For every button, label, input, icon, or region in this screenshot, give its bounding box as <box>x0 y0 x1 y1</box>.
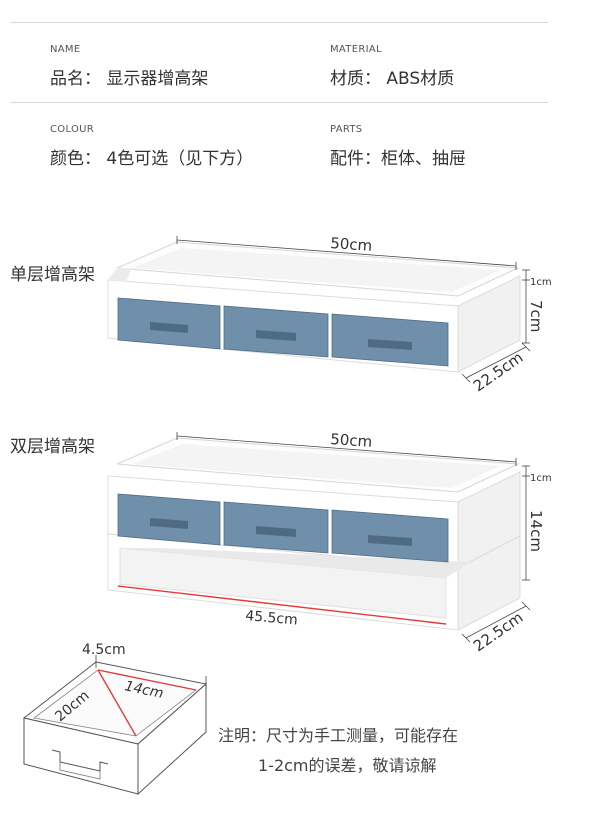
material-value: 材质： ABS材质 <box>330 69 455 89</box>
top-divider <box>10 22 548 23</box>
double-inner-width-dim: 45.5cm <box>245 608 299 629</box>
parts-value: 配件：柜体、抽屉 <box>330 149 466 169</box>
double-top-dim: 1cm <box>530 473 552 484</box>
middle-divider <box>10 102 548 103</box>
double-width-dim: 50cm <box>330 430 373 451</box>
double-height-dim: 14cm <box>527 510 545 552</box>
note-line-2: 1-2cm的误差，敬请谅解 <box>258 756 437 775</box>
note-line-1: 注明：尺寸为手工测量，可能存在 <box>218 726 459 745</box>
single-height-dim: 7cm <box>527 300 545 332</box>
double-layer-stand <box>107 432 531 643</box>
name-value: 品名： 显示器增高架 <box>50 69 209 89</box>
colour-value: 颜色： 4色可选（见下方） <box>50 149 254 169</box>
material-label-en: MATERIAL <box>330 44 382 55</box>
parts-label-en: PARTS <box>330 124 363 135</box>
single-width-dim: 50cm <box>330 234 373 255</box>
single-layer-stand <box>107 236 531 383</box>
single-top-dim: 1cm <box>530 277 552 288</box>
colour-label-en: COLOUR <box>50 124 95 135</box>
double-layer-label: 双层增高架 <box>10 437 95 457</box>
drawer-width-dim: 14cm <box>123 678 165 702</box>
drawer-diagram <box>22 655 208 796</box>
drawer-height-dim: 4.5cm <box>82 642 126 658</box>
single-layer-label: 单层增高架 <box>10 265 95 285</box>
name-label-en: NAME <box>50 44 81 55</box>
